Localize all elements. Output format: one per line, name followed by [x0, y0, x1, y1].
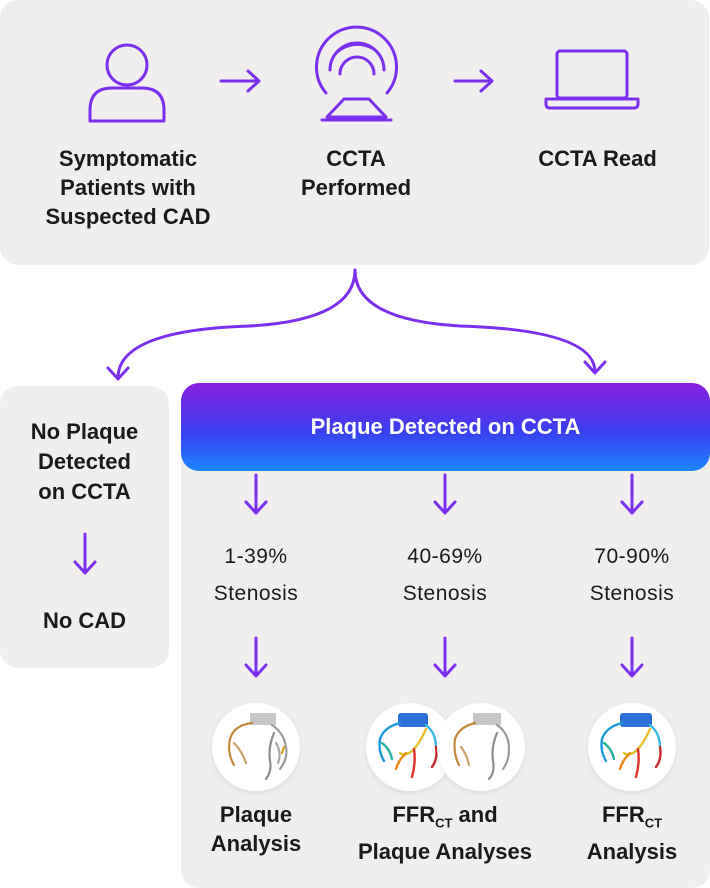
patient-icon — [88, 43, 166, 123]
laptop-icon — [544, 49, 640, 110]
plaque-overlay-thumbnail — [437, 703, 525, 791]
step-label-patients: Symptomatic Patients with Suspected CAD — [45, 146, 211, 229]
coronary-tree-icon — [228, 713, 288, 781]
arrow-down-icon — [433, 473, 457, 515]
arrow-right-icon — [219, 69, 261, 93]
arrow-down-icon — [73, 532, 97, 575]
no-plaque-label: No Plaque Detected on CCTA — [30, 419, 139, 504]
arrow-down-icon — [620, 473, 644, 515]
coronary-tree-icon — [600, 713, 662, 779]
coronary-tree-icon — [453, 713, 511, 781]
no-plaque-panel — [0, 386, 169, 668]
arrow-down-icon — [433, 636, 457, 678]
plaque-analysis-label: Plaque Analysis — [210, 802, 302, 856]
arrow-down-icon — [244, 636, 268, 678]
ffrct-plaque-analyses-label: FFRCT and Plaque Analyses — [357, 802, 533, 865]
branch-arrow-icon — [106, 268, 607, 381]
stenosis-label-mid: 40-69% Stenosis — [402, 545, 488, 605]
ffrct-thumbnail — [366, 703, 454, 791]
arrow-down-icon — [244, 473, 268, 515]
no-cad-label: No CAD — [42, 608, 127, 633]
plaque-detected-banner: Plaque Detected on CCTA — [181, 383, 710, 471]
arrow-right-icon — [453, 69, 494, 93]
ffrct-analysis-thumbnail — [588, 703, 676, 791]
ct-scanner-icon — [315, 25, 398, 122]
stenosis-label-high: 70-90% Stenosis — [589, 545, 675, 605]
step-label-ccta-read: CCTA Read — [538, 146, 657, 171]
step-label-ccta-performed: CCTA Performed — [300, 146, 412, 200]
plaque-analysis-thumbnail — [212, 703, 300, 791]
stenosis-label-low: 1-39% Stenosis — [213, 545, 299, 605]
arrow-down-icon — [620, 636, 644, 678]
ffrct-analysis-label: FFRCT Analysis — [586, 802, 678, 865]
coronary-tree-icon — [378, 713, 438, 779]
